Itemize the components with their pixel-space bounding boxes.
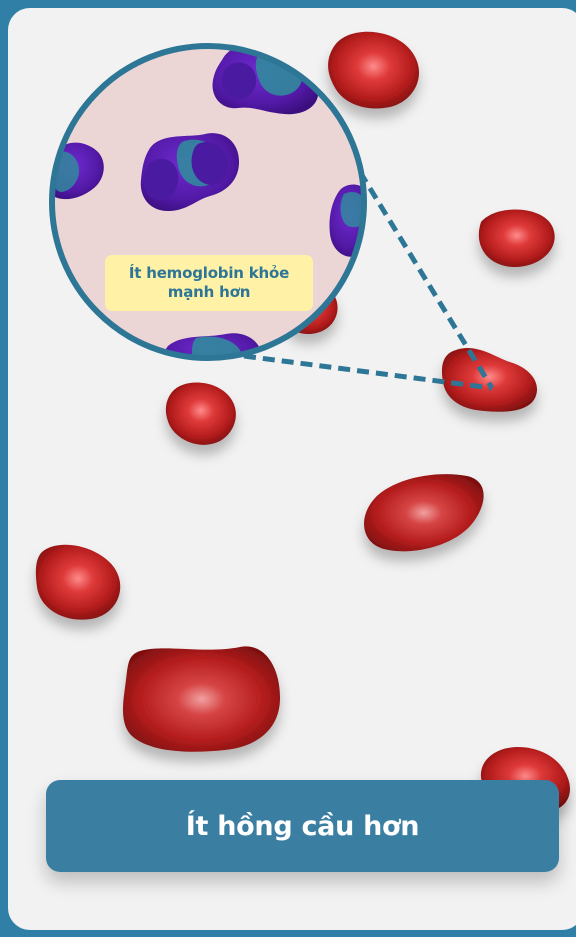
red-blood-cell xyxy=(123,646,280,751)
red-blood-cell xyxy=(479,210,555,268)
red-blood-cell xyxy=(166,383,236,445)
caption-banner: Ít hồng cầu hơn xyxy=(46,780,559,872)
red-blood-cell xyxy=(328,32,419,109)
hemoglobin-label-text: Ít hemoglobin khỏe mạnh hơn xyxy=(115,264,303,302)
caption-text: Ít hồng cầu hơn xyxy=(186,811,419,842)
hemoglobin-label: Ít hemoglobin khỏe mạnh hơn xyxy=(105,255,313,311)
red-blood-cell xyxy=(36,545,120,620)
red-blood-cell xyxy=(364,474,484,551)
zoom-line-top xyxy=(360,172,492,388)
red-blood-cell xyxy=(442,348,537,412)
